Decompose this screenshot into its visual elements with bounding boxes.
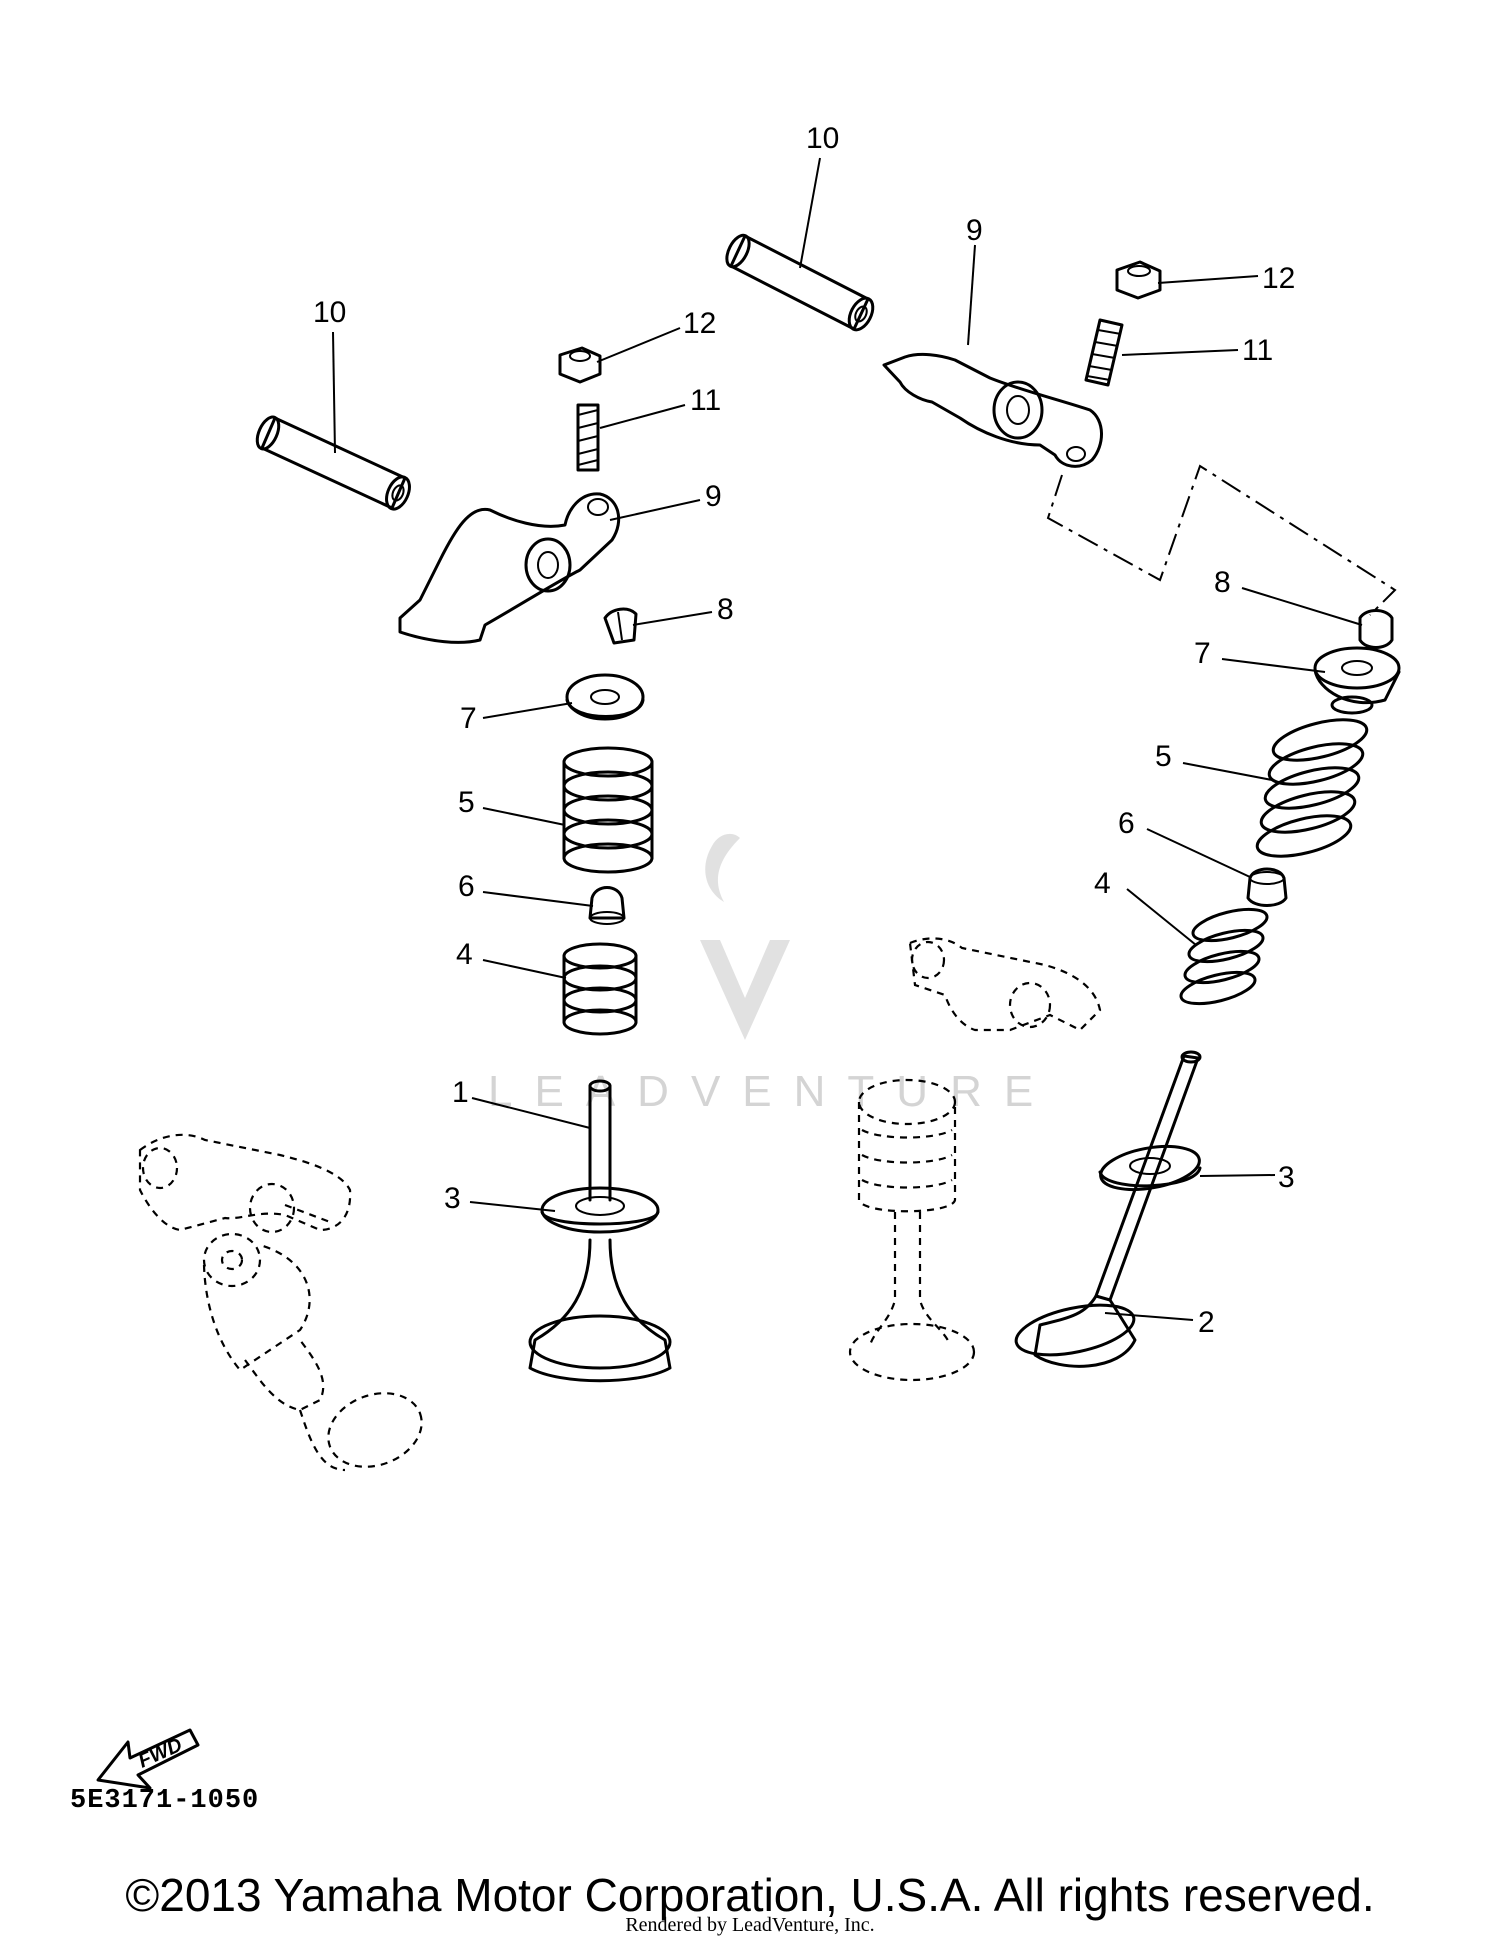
callout-4-left: 4	[456, 938, 473, 971]
diagram-code: 5E3171-1050	[70, 1786, 260, 1816]
adjusting-screw-left	[576, 403, 600, 472]
valve-stem-seal-right	[1246, 867, 1288, 907]
outer-valve-spring-left	[562, 746, 654, 874]
adjusting-screw-right	[1084, 318, 1124, 387]
assembly-line	[1046, 464, 1397, 616]
locknut-left	[558, 346, 602, 384]
ghost-valve-right	[848, 1078, 976, 1382]
inner-valve-spring-left	[562, 942, 638, 1036]
callout-11-left: 11	[690, 384, 721, 417]
watermark-text: LEADVENTURE	[488, 1067, 1055, 1116]
valve-spring-seat-right	[1098, 1144, 1202, 1192]
valve-spring-seat-left	[540, 1186, 660, 1234]
fwd-label: FWD	[135, 1734, 186, 1773]
rendered-by-notice: Rendered by LeadVenture, Inc.	[625, 1914, 875, 1936]
callout-7-left: 7	[460, 702, 477, 735]
callout-numbers: 10 10 9 12 11 12 11 9 8 8 7 7 5 5 6 6 4 …	[313, 122, 1295, 1339]
callout-8-right: 8	[1214, 566, 1231, 599]
exhaust-valve	[1014, 1050, 1202, 1368]
rocker-arm-left	[398, 492, 621, 644]
callout-5-left: 5	[458, 786, 475, 819]
callout-3-left: 3	[444, 1182, 461, 1215]
leadventure-watermark: LEADVENTURE	[488, 833, 1055, 1116]
callout-8-left: 8	[717, 593, 734, 626]
leader-lines	[332, 157, 1363, 1321]
callout-4-right: 4	[1094, 867, 1111, 900]
fwd-arrow-icon: FWD	[96, 1728, 200, 1790]
callout-12-left: 12	[683, 307, 716, 340]
valve-cotter-right	[1358, 609, 1394, 649]
spring-retainer-left	[565, 673, 645, 721]
callout-3-right: 3	[1278, 1161, 1295, 1194]
valve-stem-seal-left	[588, 886, 626, 925]
callout-9-right: 9	[966, 214, 983, 247]
rocker-shaft-right	[725, 233, 875, 332]
ghost-rocker-assembly-left	[138, 1133, 352, 1234]
callout-12-right: 12	[1262, 262, 1295, 295]
spring-retainer-right	[1313, 646, 1401, 715]
intake-valve	[528, 1079, 672, 1383]
rocker-shaft-left	[255, 415, 411, 511]
callout-5-right: 5	[1155, 740, 1172, 773]
callout-1: 1	[452, 1076, 469, 1109]
ghost-rocker-assembly-right	[908, 937, 1102, 1032]
callout-6-left: 6	[458, 870, 475, 903]
callout-2: 2	[1198, 1306, 1215, 1339]
copyright-notice: ©2013 Yamaha Motor Corporation, U.S.A. A…	[125, 1869, 1375, 1921]
ghost-valve-left	[202, 1232, 423, 1472]
callout-10-right: 10	[806, 122, 839, 155]
callout-9-left: 9	[705, 480, 722, 513]
callout-11-right: 11	[1242, 334, 1273, 367]
locknut-right	[1115, 260, 1162, 300]
rocker-arm-right	[882, 352, 1103, 468]
inner-valve-spring-right	[1179, 907, 1269, 1006]
valve-cotter-left	[603, 607, 638, 645]
callout-10-left: 10	[313, 296, 346, 329]
callout-7-right: 7	[1194, 637, 1211, 670]
callout-6-right: 6	[1118, 807, 1135, 840]
outer-valve-spring-right	[1255, 718, 1369, 858]
